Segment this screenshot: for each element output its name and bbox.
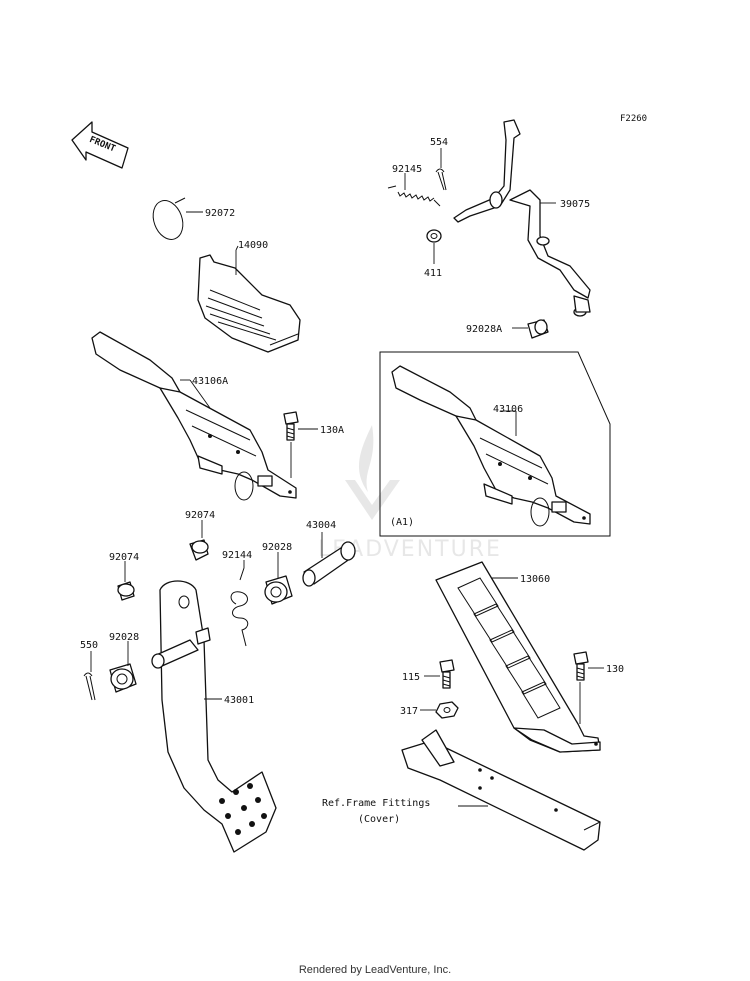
footer-credit: Rendered by LeadVenture, Inc. <box>298 964 452 976</box>
brake-rod-39075-icon <box>453 119 591 317</box>
pivot-shaft-43004-icon <box>302 541 356 587</box>
part-label-130: 130 <box>606 664 624 675</box>
part-label-550: 550 <box>80 640 98 651</box>
washer-411-icon <box>426 229 442 243</box>
figure-code: F2260 <box>620 114 647 124</box>
part-label-14090: 14090 <box>238 240 268 251</box>
spring-92145-icon <box>387 185 441 207</box>
part-label-92028-upper: 92028 <box>262 542 292 553</box>
part-label-115: 115 <box>402 672 420 683</box>
part-label-39075: 39075 <box>560 199 590 210</box>
part-label-317: 317 <box>400 706 418 717</box>
part-label-92028-lower: 92028 <box>109 632 139 643</box>
pedal-pad-holes <box>219 783 267 835</box>
accelerator-pedal-13060-icon <box>435 561 601 753</box>
ref-note-line1: Ref.Frame Fittings <box>322 798 430 809</box>
front-arrow-icon: FRONT <box>71 121 129 169</box>
hand-brake-lever-43106-icon <box>391 365 591 527</box>
rubber-stopper-92074-icon <box>189 539 209 561</box>
part-label-130A: 130A <box>320 425 344 436</box>
bolt-115-icon <box>439 659 455 689</box>
rubber-stopper-92074-lower-icon <box>117 581 135 601</box>
brake-pedal-43001-icon <box>151 580 277 853</box>
part-label-43001: 43001 <box>224 695 254 706</box>
lever-boot-icon <box>197 254 301 353</box>
inset-label: (A1) <box>390 517 414 528</box>
part-label-43106: 43106 <box>493 404 523 415</box>
bolt-130A-icon <box>283 411 299 441</box>
bush-92028-lower-icon <box>109 663 137 693</box>
part-label-13060: 13060 <box>520 574 550 585</box>
hand-brake-lever-icon <box>91 331 297 501</box>
frame-fitting-cover-icon <box>401 729 601 851</box>
bush-92028-upper-icon <box>264 575 293 605</box>
part-label-92144: 92144 <box>222 550 252 561</box>
part-label-554: 554 <box>430 137 448 148</box>
part-label-92145: 92145 <box>392 164 422 175</box>
part-label-43004: 43004 <box>306 520 336 531</box>
part-label-411: 411 <box>424 268 442 279</box>
bush-92028A-icon <box>527 319 549 339</box>
ref-note-line2: (Cover) <box>358 814 400 825</box>
part-label-92074-lower: 92074 <box>109 552 139 563</box>
part-label-43106A: 43106A <box>192 376 228 387</box>
inset-box <box>379 351 611 537</box>
cotter-pin-550-icon <box>83 672 96 701</box>
part-label-92028A: 92028A <box>466 324 502 335</box>
clamp-band-icon <box>152 197 186 240</box>
nut-317-icon <box>435 701 459 719</box>
cotter-pin-554-icon <box>435 168 447 191</box>
part-label-92074-upper: 92074 <box>185 510 215 521</box>
part-label-92072: 92072 <box>205 208 235 219</box>
bolt-130-icon <box>573 651 589 681</box>
return-spring-92144-icon <box>230 567 249 647</box>
